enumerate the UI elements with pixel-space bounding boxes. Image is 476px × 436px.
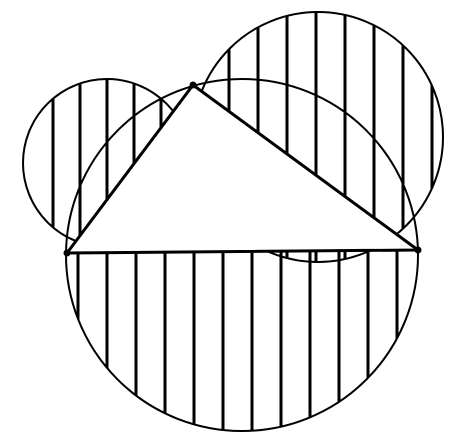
vertex-dot-top	[189, 81, 197, 89]
vertex-dot-left	[63, 249, 71, 257]
triangle	[65, 83, 420, 255]
vertex-dot-right	[414, 246, 422, 254]
bottom-circle-hatching	[76, 240, 399, 431]
